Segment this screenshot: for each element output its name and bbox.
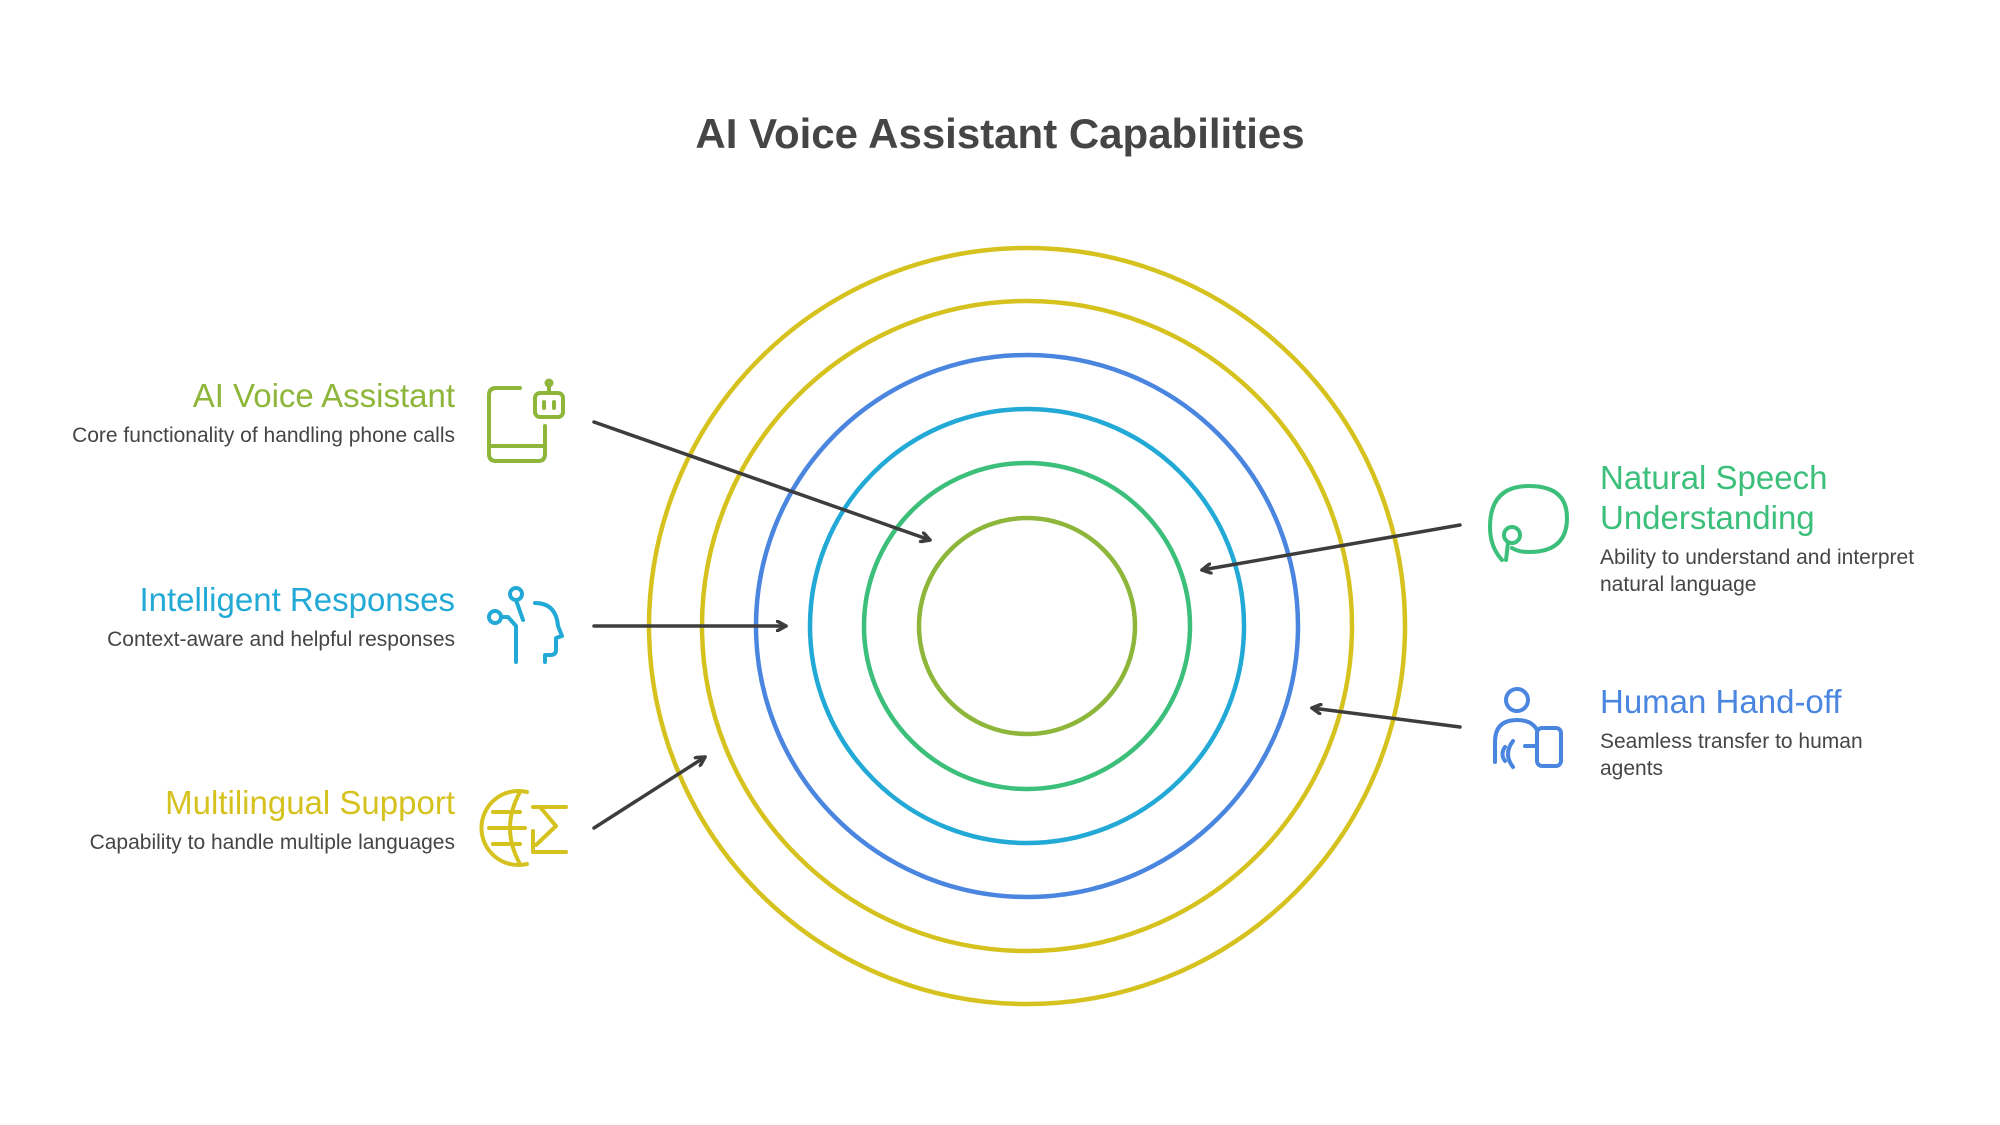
ring-teal xyxy=(861,460,1193,792)
item-description: Seamless transfer to human agents xyxy=(1600,730,1863,780)
item-description: Context-aware and helpful responses xyxy=(107,628,455,651)
arrow-human-handoff xyxy=(1310,708,1462,729)
item-heading: Human Hand-off xyxy=(1600,683,1842,720)
person-phone-icon xyxy=(1493,687,1563,769)
arrow-ai-voice-assistant xyxy=(592,420,932,540)
ring-blue xyxy=(753,352,1301,900)
item-heading: Multilingual Support xyxy=(165,784,455,821)
item-heading: Natural Speech Understanding xyxy=(1600,459,1828,536)
item-intelligent-responses: Intelligent Responses Context-aware and … xyxy=(60,580,455,653)
item-natural-speech: Natural Speech Understanding Ability to … xyxy=(1600,458,1930,598)
arrow-natural-speech xyxy=(1200,523,1462,570)
arrows xyxy=(592,420,1462,830)
item-human-handoff: Human Hand-off Seamless transfer to huma… xyxy=(1600,682,1910,782)
head-circuit-icon xyxy=(487,586,564,664)
item-description: Ability to understand and interpret natu… xyxy=(1600,546,1915,596)
item-multilingual-support: Multilingual Support Capability to handl… xyxy=(60,783,455,856)
speech-bubble-icon xyxy=(1488,484,1569,562)
phone-robot-icon xyxy=(487,378,565,463)
item-ai-voice-assistant: AI Voice Assistant Core functionality of… xyxy=(60,376,455,449)
ring-outer-1 xyxy=(699,298,1355,954)
concentric-rings xyxy=(646,245,1408,1007)
globe-language-icon xyxy=(479,789,568,867)
item-description: Capability to handle multiple languages xyxy=(89,831,455,854)
item-heading: AI Voice Assistant xyxy=(192,377,455,414)
item-heading: Intelligent Responses xyxy=(139,581,455,618)
item-description: Core functionality of handling phone cal… xyxy=(72,424,455,447)
arrow-multilingual-support xyxy=(592,755,707,830)
ring-inner xyxy=(916,515,1138,737)
ring-cyan xyxy=(807,406,1247,846)
diagram-title: AI Voice Assistant Capabilities xyxy=(695,110,1305,157)
